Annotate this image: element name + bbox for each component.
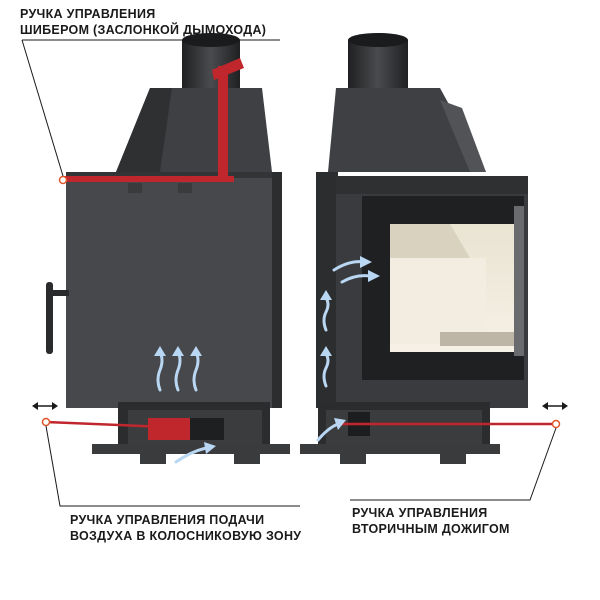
- right-flue-pipe: [348, 40, 408, 92]
- left-hood-shadow: [116, 88, 172, 172]
- left-door-handle-mount: [53, 290, 69, 296]
- right-fireplace-front-view: [300, 33, 556, 464]
- pivot-point-icon: [58, 175, 68, 185]
- airflow-arrow-icon: [322, 296, 330, 332]
- air-supply-handle-label: РУЧКА УПРАВЛЕНИЯ ПОДАЧИ ВОЗДУХА В КОЛОСН…: [70, 512, 301, 544]
- right-foot-2: [440, 454, 466, 464]
- right-base: [300, 444, 500, 454]
- right-firebox-left-wall: [390, 224, 470, 258]
- right-side-body: [316, 172, 338, 408]
- pivot-point-icon: [551, 419, 561, 429]
- air-supply-damper-red: [148, 418, 190, 440]
- right-door-side-bar: [514, 206, 524, 356]
- leader-line-secondary: [350, 427, 557, 501]
- damper-hinge-2: [178, 183, 192, 193]
- secondary-burn-handle-label-line1: РУЧКА УПРАВЛЕНИЯ: [352, 506, 488, 520]
- leader-line-damper-diag: [21, 39, 64, 177]
- airflow-arrow-icon: [340, 274, 372, 284]
- left-air-box-gap: [190, 418, 224, 440]
- damper-handle-label: РУЧКА УПРАВЛЕНИЯ ШИБЕРОМ (ЗАСЛОНКОЙ ДЫМО…: [20, 6, 266, 38]
- leader-line-air: [45, 425, 300, 507]
- right-firebox-back: [390, 258, 486, 344]
- damper-handle-vertical[interactable]: [218, 66, 228, 182]
- secondary-burn-handle-label: РУЧКА УПРАВЛЕНИЯ ВТОРИЧНЫМ ДОЖИГОМ: [352, 505, 510, 537]
- left-foot-1: [140, 454, 166, 464]
- air-supply-handle-label-line2: ВОЗДУХА В КОЛОСНИКОВУЮ ЗОНУ: [70, 529, 302, 543]
- double-arrow-icon: [32, 402, 58, 410]
- air-supply-handle-label-line1: РУЧКА УПРАВЛЕНИЯ ПОДАЧИ: [70, 513, 265, 527]
- airflow-arrow-icon: [192, 350, 200, 392]
- airflow-arrow-icon: [322, 352, 330, 388]
- left-base: [92, 444, 290, 454]
- air-supply-handle-rod[interactable]: [45, 420, 191, 430]
- left-side-panel-edge: [66, 172, 272, 178]
- right-foot-1: [340, 454, 366, 464]
- left-foot-2: [234, 454, 260, 464]
- double-arrow-icon: [542, 402, 568, 410]
- pivot-points: [41, 175, 561, 429]
- right-flue-pipe-top: [348, 33, 408, 47]
- damper-handle-bracket: [212, 58, 244, 80]
- airflow-arrow-icon: [174, 446, 208, 464]
- left-fireplace-side-view: [45, 33, 290, 464]
- airflow-arrow-icon: [174, 350, 182, 392]
- damper-handle-label-line1: РУЧКА УПРАВЛЕНИЯ: [20, 7, 156, 21]
- damper-handle-label-line2: ШИБЕРОМ (ЗАСЛОНКОЙ ДЫМОХОДА): [20, 23, 267, 37]
- damper-handle-rod[interactable]: [64, 176, 234, 182]
- secondary-burn-handle-label-line2: ВТОРИЧНЫМ ДОЖИГОМ: [352, 522, 510, 536]
- airflow-arrows: [154, 256, 380, 464]
- pivot-point-icon: [41, 417, 51, 427]
- right-firebox-grate: [440, 332, 520, 346]
- right-hood-side: [440, 100, 486, 172]
- leader-lines: [21, 39, 557, 507]
- damper-hinge-1: [128, 183, 142, 193]
- airflow-arrow-icon: [156, 350, 164, 392]
- left-door-handle[interactable]: [46, 282, 53, 354]
- left-side-panel: [66, 172, 272, 408]
- double-arrow-icons: [32, 402, 568, 410]
- right-frame-top: [336, 176, 528, 194]
